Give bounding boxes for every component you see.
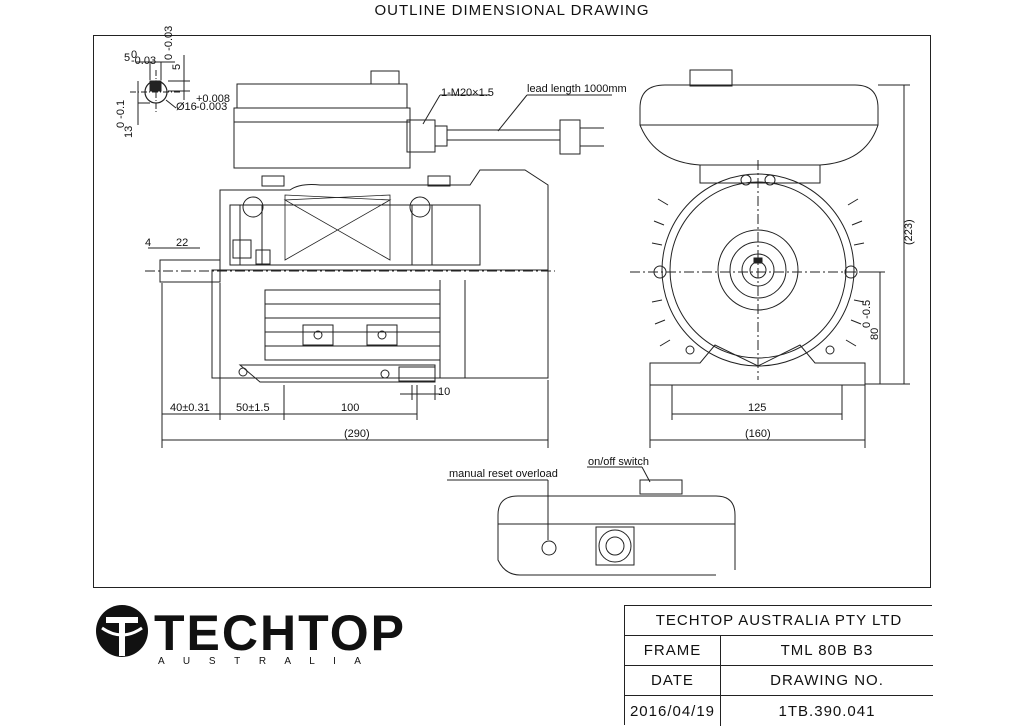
techtop-logo: TECHTOP A U S T R A L I A xyxy=(92,598,422,668)
terminal-box-view xyxy=(447,466,736,576)
frame-value: TML 80B B3 xyxy=(780,642,874,659)
lead-label: lead length 1000mm xyxy=(527,83,627,95)
key-width-tol-upper: 0 xyxy=(131,49,137,61)
shaft-height-tol: 0 -0.1 xyxy=(115,100,127,128)
frame-label: FRAME xyxy=(625,636,721,665)
dim-22: 22 xyxy=(176,237,188,249)
key-width-text: 5 xyxy=(124,52,130,64)
shaft-key-detail xyxy=(130,55,190,125)
logo-wordmark: TECHTOP xyxy=(154,605,406,661)
dim-50: 50±1.5 xyxy=(236,402,270,414)
company-name: TECHTOP AUSTRALIA PTY LTD xyxy=(655,612,903,629)
key-depth-tol: 0 -0.03 xyxy=(163,26,175,60)
dim-223: (223) xyxy=(903,219,915,245)
gland-label: 1-M20×1.5 xyxy=(441,87,494,99)
title-block-company-row: TECHTOP AUSTRALIA PTY LTD xyxy=(625,606,933,636)
dim-290: (290) xyxy=(344,428,370,440)
title-block-header-row: DATE DRAWING NO. xyxy=(625,666,933,696)
dim-100: 100 xyxy=(341,402,359,414)
dim-10: 10 xyxy=(438,386,450,398)
date-value: 2016/04/19 xyxy=(625,696,721,726)
drawing-no-value: 1TB.390.041 xyxy=(778,702,876,720)
dim-160: (160) xyxy=(745,428,771,440)
dim-125: 125 xyxy=(748,402,766,414)
motor-drawing: 5 0 -0.03 5 0 -0.03 13 0 -0.1 Ø16 +0.008… xyxy=(115,26,915,576)
logo-subtitle: A U S T R A L I A xyxy=(158,656,369,667)
shaft-dia-text: Ø16 xyxy=(176,101,197,113)
reset-label: manual reset overload xyxy=(449,468,558,480)
key-depth-text: 5 xyxy=(171,64,183,70)
drawing-frame xyxy=(93,35,931,588)
dim-80-tol: 0 -0.5 xyxy=(861,300,873,328)
key-width-tol-lower: -0.03 xyxy=(131,55,156,67)
date-label: DATE xyxy=(625,666,721,695)
shaft-height-text: 13 xyxy=(123,126,135,138)
dim-80: 80 xyxy=(869,328,881,340)
switch-label: on/off switch xyxy=(588,456,649,468)
title-block-value-row: 2016/04/19 1TB.390.041 xyxy=(625,696,933,726)
side-view xyxy=(145,70,612,448)
title-block: TECHTOP AUSTRALIA PTY LTD FRAME TML 80B … xyxy=(624,605,933,726)
drawing-no-label: DRAWING NO. xyxy=(770,672,884,689)
dim-40: 40±0.31 xyxy=(170,402,210,414)
shaft-dia-tol-lower: -0.003 xyxy=(196,101,227,113)
front-view xyxy=(630,69,910,448)
drawing-title: OUTLINE DIMENSIONAL DRAWING xyxy=(374,2,650,19)
title-block-frame-row: FRAME TML 80B B3 xyxy=(625,636,933,666)
shaft-dia-tol-upper: +0.008 xyxy=(196,93,230,105)
dim-4: 4 xyxy=(145,237,151,249)
